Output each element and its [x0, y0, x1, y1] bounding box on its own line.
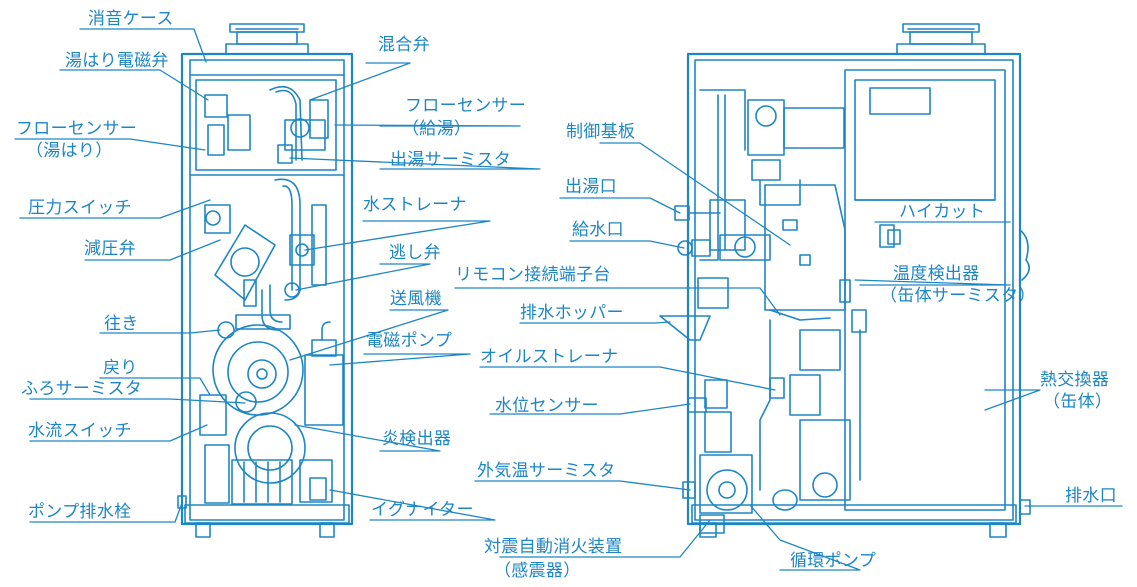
label-hot-water-outlet: 出湯口	[565, 177, 617, 197]
label-bath-fill-solenoid-valve: 湯はり電磁弁	[65, 51, 169, 71]
label-flow-sensor-hot-water-sub: （給湯）	[402, 119, 472, 139]
left-lower-section	[177, 391, 333, 509]
label-drain-hopper: 排水ホッパー	[520, 303, 624, 323]
label-relief-valve: 逃し弁	[389, 243, 441, 263]
right-unit-drawing	[659, 23, 1031, 538]
leader-lines	[14, 28, 1123, 571]
label-heat-exchanger: 熱交換器	[1040, 370, 1110, 390]
label-pressure-reducing-valve: 減圧弁	[84, 239, 136, 259]
label-mixing-valve: 混合弁	[378, 35, 430, 55]
label-temp-detector-sub: （缶体サーミスタ）	[880, 286, 1036, 306]
label-flame-detector: 炎検出器	[382, 429, 452, 449]
left-unit-drawing	[177, 23, 354, 538]
label-flow-sensor-bath-fill-sub: （湯はり）	[26, 141, 113, 161]
label-temp-detector: 温度検出器	[893, 264, 980, 284]
label-muffler-case: 消音ケース	[88, 9, 174, 29]
right-cabinet	[686, 52, 1031, 538]
left-mid-section	[204, 178, 327, 331]
label-seismic-extinguisher: 対震自動消火装置	[484, 537, 623, 557]
label-water-inlet: 給水口	[572, 220, 624, 240]
label-heat-exchanger-sub: （缶体）	[1043, 392, 1113, 412]
label-water-flow-switch: 水流スイッチ	[28, 421, 132, 441]
right-upper-piping	[699, 89, 845, 261]
label-high-cut: ハイカット	[899, 202, 986, 222]
left-top-vent	[225, 23, 309, 55]
label-pump-drain-plug: ポンプ排水栓	[28, 502, 132, 522]
label-flow-sensor-hot-water: フローセンサー	[405, 96, 527, 116]
label-remote-terminal-block: リモコン接続端子台	[455, 265, 611, 285]
label-return-pipe: 戻り	[103, 358, 138, 378]
label-water-strainer: 水ストレーナ	[363, 195, 467, 215]
label-oil-strainer: オイルストレーナ	[480, 347, 619, 367]
label-flow-sensor-bath-fill: フローセンサー	[16, 119, 138, 139]
label-circulation-pump: 循環ポンプ	[790, 551, 876, 571]
left-muffler-case	[195, 79, 337, 171]
label-electromagnetic-pump: 電磁ポンプ	[366, 331, 452, 351]
label-outlet-thermistor: 出湯サーミスタ	[390, 150, 512, 170]
label-blower: 送風機	[390, 289, 442, 309]
label-igniter: イグナイター	[371, 500, 474, 520]
right-circulation-pump	[682, 379, 753, 534]
right-control-board	[764, 184, 851, 321]
right-pump-section	[759, 309, 867, 511]
left-blower	[212, 314, 344, 426]
left-cabinet	[180, 52, 354, 538]
label-bath-thermistor: ふろサーミスタ	[21, 379, 143, 399]
right-outlets	[659, 199, 771, 341]
label-seismic-extinguisher-sub: （感震器）	[494, 561, 581, 581]
label-outdoor-temp-thermistor: 外気温サーミスタ	[477, 461, 616, 481]
right-top-vent	[896, 23, 986, 55]
label-drain-outlet: 排水口	[1065, 486, 1117, 506]
label-control-board: 制御基板	[566, 122, 636, 142]
label-pressure-switch: 圧力スイッチ	[28, 198, 132, 218]
label-supply-pipe: 往き	[104, 314, 139, 334]
label-water-level-sensor: 水位センサー	[495, 396, 599, 416]
